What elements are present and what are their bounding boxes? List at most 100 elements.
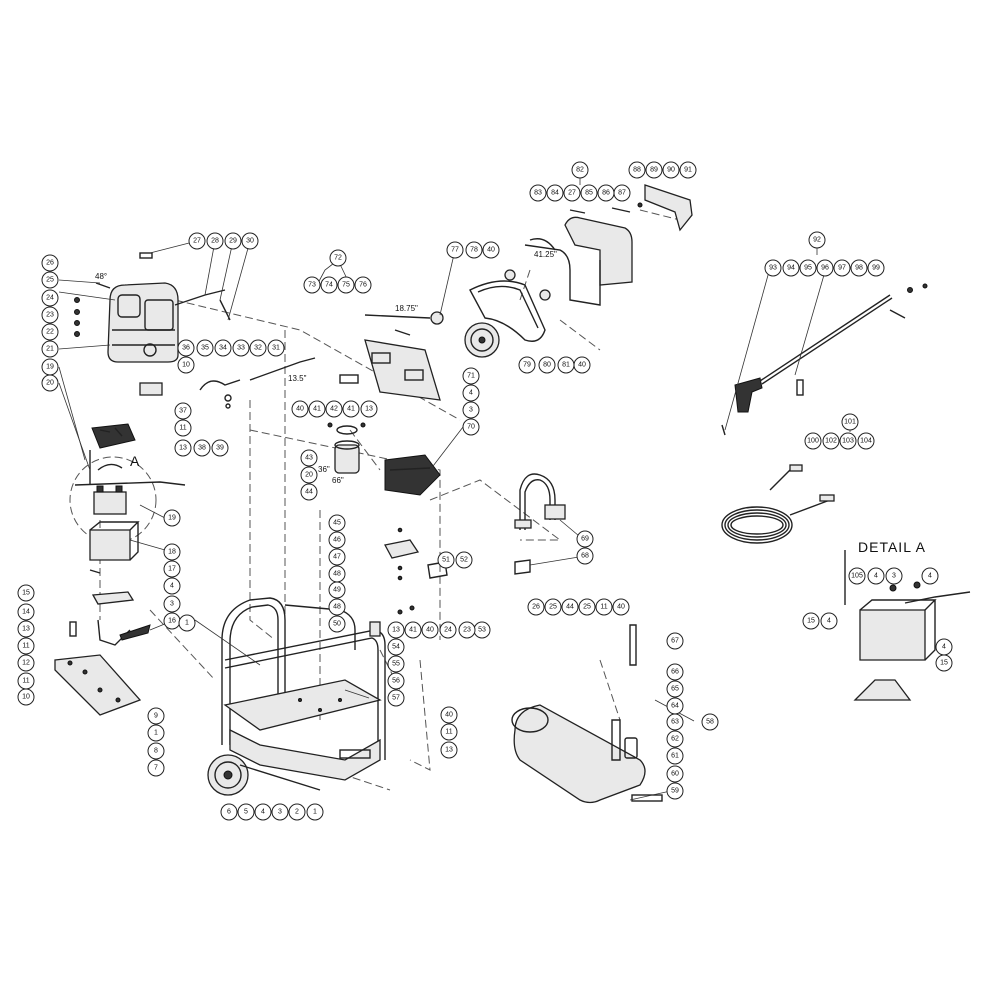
callout-number: 27 [568,190,576,197]
callout-4: 4 [163,577,181,595]
callout-88: 88 [628,161,646,179]
callout-number: 88 [633,167,641,174]
callout-45: 45 [328,514,346,532]
callout-circle [822,432,840,450]
callout-circle [174,419,192,437]
callout-circle [465,241,483,259]
dimension-label: 36" [318,465,330,474]
callout-41: 41 [404,621,422,639]
callout-number: 104 [860,438,872,445]
callout-circle [437,551,455,569]
callout-1: 1 [178,614,196,632]
callout-number: 3 [278,809,282,816]
callout-73: 73 [303,276,321,294]
callout-5: 5 [237,803,255,821]
callout-number: 2 [295,809,299,816]
callout-circle [17,620,35,638]
callout-number: 58 [706,719,714,726]
callout-circle [177,356,195,374]
callout-number: 97 [838,265,846,272]
callout-number: 80 [543,362,551,369]
callout-number: 25 [549,604,557,611]
callout-11: 11 [174,419,192,437]
callout-number: 23 [463,627,471,634]
callout-circle [387,672,405,690]
callout-circle [799,259,817,277]
callout-99: 99 [867,259,885,277]
callout-number: 86 [602,190,610,197]
callout-4: 4 [462,384,480,402]
callout-number: 11 [179,425,186,432]
callout-number: 7 [154,765,158,772]
callout-62: 62 [666,730,684,748]
callout-circle [816,259,834,277]
callout-circle [337,276,355,294]
callout-66: 66 [666,663,684,681]
callout-circle [17,654,35,672]
callout-circle [163,595,181,613]
callout-circle [329,249,347,267]
frame [221,597,386,781]
callout-number: 13 [365,406,373,413]
callout-70: 70 [462,418,480,436]
callout-circle [300,449,318,467]
callout-4: 4 [254,803,272,821]
callout-64: 64 [666,697,684,715]
callout-circle [241,232,259,250]
callout-circle [529,184,547,202]
callout-circle [458,621,476,639]
callout-number: 96 [821,265,829,272]
callout-number: 5 [244,809,248,816]
callout-circle [41,323,59,341]
callout-44: 44 [561,598,579,616]
battery-detail-circle: A [69,450,186,544]
callout-number: 56 [392,678,400,685]
callout-number: 25 [46,277,54,284]
callout-number: 63 [671,719,679,726]
callout-3: 3 [462,401,480,419]
callout-number: 39 [216,445,224,452]
callout-circle [214,339,232,357]
callout-25: 25 [578,598,596,616]
callout-101: 101 [841,413,859,431]
detail-a-battery: DETAIL A [844,539,971,701]
callout-number: 28 [211,238,219,245]
callout-circle [306,803,324,821]
callout-number: 20 [305,472,313,479]
callout-98: 98 [850,259,868,277]
callout-number: 11 [445,729,452,736]
callout-circle [163,577,181,595]
callout-number: 1 [185,620,189,627]
callout-42: 42 [325,400,343,418]
callout-circle [328,598,346,616]
callout-11: 11 [17,672,35,690]
callout-number: 99 [872,265,880,272]
callout-number: 4 [874,573,878,580]
callout-number: 79 [523,362,531,369]
callout-circle [446,241,464,259]
callout-number: 10 [22,694,30,701]
callout-circle [867,567,885,585]
callout-circle [679,161,697,179]
base-plate [54,654,142,716]
callout-57: 57 [387,689,405,707]
callout-circle [41,340,59,358]
callout-number: 1 [313,809,317,816]
callout-number: 23 [46,312,54,319]
callout-67: 67 [666,632,684,650]
callout-circle [666,663,684,681]
callout-15: 15 [802,612,820,630]
callout-number: 65 [671,686,679,693]
callout-circle [254,803,272,821]
callout-circle [193,439,211,457]
callout-1: 1 [306,803,324,821]
callout-41: 41 [342,400,360,418]
dimension-label: 66" [332,476,344,485]
callout-number: 40 [578,362,586,369]
callout-circle [404,621,422,639]
callout-2: 2 [288,803,306,821]
callout-number: 74 [325,282,333,289]
callout-number: 19 [168,515,176,522]
callout-number: 17 [168,566,176,573]
callout-number: 89 [650,167,658,174]
